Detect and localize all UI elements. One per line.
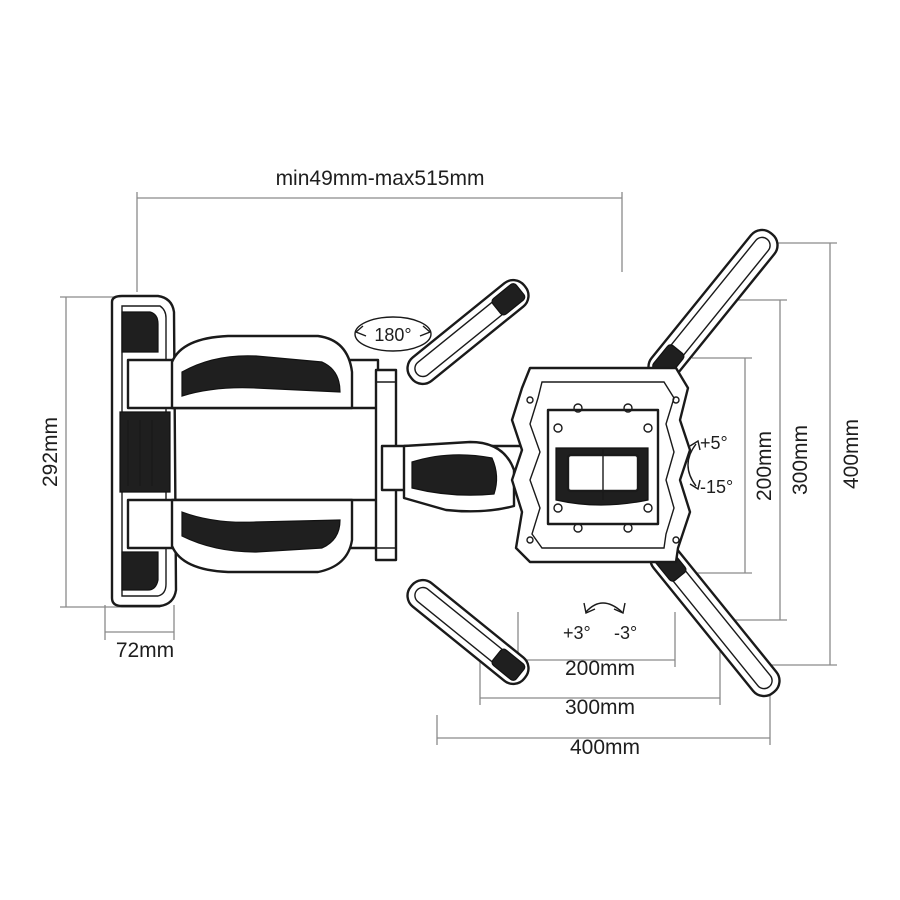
extension-label: min49mm-max515mm xyxy=(276,167,485,190)
plate-height-label: 292mm xyxy=(39,417,62,487)
vesa-h-200-label: 200mm xyxy=(565,657,635,680)
vesa-h-400-label: 400mm xyxy=(570,736,640,759)
tilt-up-label: +5° xyxy=(700,433,728,453)
rotate-minus-label: -3° xyxy=(614,623,637,643)
vesa-v-200-label: 200mm xyxy=(753,431,776,501)
dimension-lines xyxy=(60,192,837,745)
rail-bottom-left xyxy=(406,578,530,686)
plate-depth-label: 72mm xyxy=(116,639,174,662)
rail-top-left xyxy=(406,278,530,386)
vesa-v-300-label: 300mm xyxy=(789,425,812,495)
vesa-h-300-label: 300mm xyxy=(565,696,635,719)
mounting-holes xyxy=(526,396,680,544)
articulating-arms xyxy=(126,334,524,574)
rotate-plus-label: +3° xyxy=(563,623,591,643)
swivel-arrow-icon xyxy=(354,316,432,352)
tilt-arrow-icon xyxy=(687,439,701,491)
swivel-angle-label: 180° xyxy=(374,325,411,345)
angle-labels: 180° +5° -15° +3° -3° xyxy=(374,325,733,643)
rail-top-right xyxy=(647,228,779,384)
vesa-bracket xyxy=(406,228,781,698)
dimension-labels: min49mm-max515mm 292mm 72mm 200mm 300mm … xyxy=(39,167,863,759)
wall-plate xyxy=(110,294,178,608)
tilt-down-label: -15° xyxy=(700,477,733,497)
vesa-v-400-label: 400mm xyxy=(840,419,863,489)
rotation-arrow-icon xyxy=(583,602,626,614)
